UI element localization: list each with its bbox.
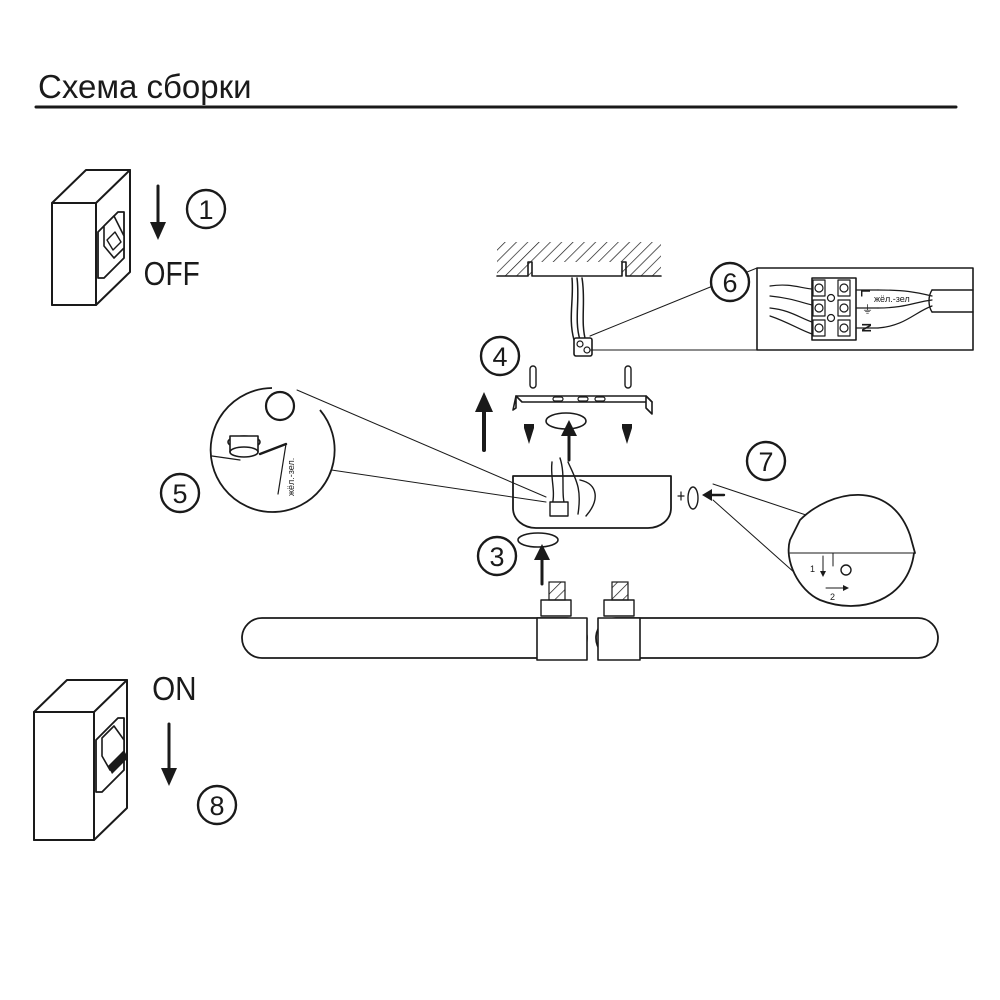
step-number-6: 6	[722, 268, 737, 298]
step-number-3: 3	[489, 542, 504, 572]
arrow-down-on	[161, 722, 177, 786]
rotation-arrow-3	[517, 532, 559, 586]
lamp-arm-right	[595, 581, 939, 661]
ground-wire-label: жёл.-зел	[874, 294, 910, 304]
terminal-label-n: N	[859, 323, 874, 332]
lamp-arm-left	[241, 581, 588, 661]
mounting-bracket	[512, 365, 653, 444]
step-marker-5: 5	[159, 472, 201, 514]
detail7-arrow-2: 2	[830, 592, 835, 602]
step-number-5: 5	[172, 479, 187, 509]
switch-on-label: ON	[152, 671, 197, 708]
step-number-8: 8	[209, 791, 224, 821]
step-number-1: 1	[198, 195, 213, 225]
terminal-label-ground: ⏚	[862, 303, 873, 316]
arrow-up-4	[475, 392, 493, 452]
arrow-down-off	[150, 184, 166, 240]
step-marker-4: 4	[479, 335, 521, 377]
step-marker-6: 6	[709, 261, 751, 303]
ceiling-wires	[570, 277, 593, 357]
ceiling-canopy	[512, 457, 672, 529]
side-screw-detail	[677, 483, 916, 607]
step-marker-1: 1	[185, 188, 227, 230]
step-marker-7: 7	[745, 440, 787, 482]
terminal-label-l: L	[858, 289, 873, 297]
switch-off-label: OFF	[144, 256, 200, 293]
page-title: Схема сборки	[38, 68, 252, 105]
detail5-wire-label: жёл.-зел.	[286, 458, 296, 496]
step-marker-3: 3	[476, 535, 518, 577]
step-number-4: 4	[492, 342, 507, 372]
ground-screw-detail	[209, 387, 547, 513]
wall-switch-off	[51, 169, 131, 306]
step-marker-8: 8	[196, 784, 238, 826]
rotation-arrow-4	[545, 412, 587, 462]
step-number-7: 7	[758, 447, 773, 477]
wall-switch-on	[33, 679, 128, 841]
ceiling	[496, 242, 662, 277]
detail7-arrow-1: 1	[810, 564, 815, 574]
terminal-block-detail	[756, 267, 974, 351]
